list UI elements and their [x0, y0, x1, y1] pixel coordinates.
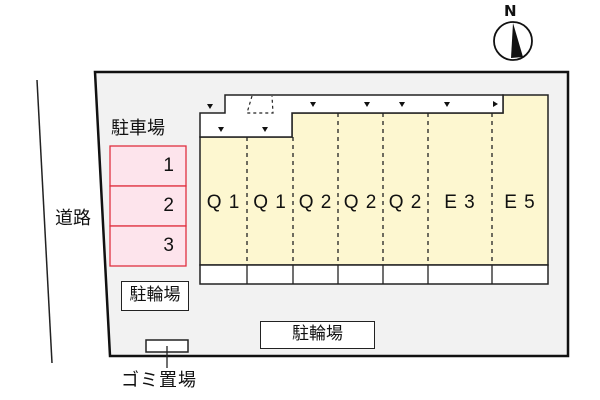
- bicycle-parking-left: 駐輪場: [121, 281, 189, 311]
- bicycle-parking-bottom: 駐輪場: [260, 321, 375, 349]
- unit-dividers: [246, 113, 493, 265]
- road-edge-line: [36, 79, 53, 364]
- unit-label: Q 2: [343, 192, 378, 213]
- garbage-area-label: ゴミ置場: [121, 370, 197, 391]
- door-markers: [207, 101, 498, 132]
- parking-space-1: 1: [163, 155, 174, 176]
- road-label: 道路: [55, 208, 91, 229]
- corridor: [199, 94, 504, 138]
- north-arrow-icon: [493, 21, 533, 61]
- parking-space-3: 3: [163, 235, 174, 256]
- compass-north-label: N: [504, 2, 517, 20]
- unit-label: Q 2: [298, 192, 333, 213]
- unit-label: Q 1: [206, 192, 241, 213]
- unit-label: E 3: [444, 192, 476, 213]
- stairs-outline: [246, 95, 274, 114]
- balcony-dividers: [246, 265, 493, 284]
- unit-label: Q 2: [388, 192, 423, 213]
- parking-space-2: 2: [163, 195, 174, 216]
- unit-label: E 5: [504, 192, 536, 213]
- balcony-strip: [199, 264, 549, 285]
- parking-title: 駐車場: [111, 118, 165, 139]
- unit-label: Q 1: [253, 192, 287, 213]
- parking-spaces: [109, 145, 187, 267]
